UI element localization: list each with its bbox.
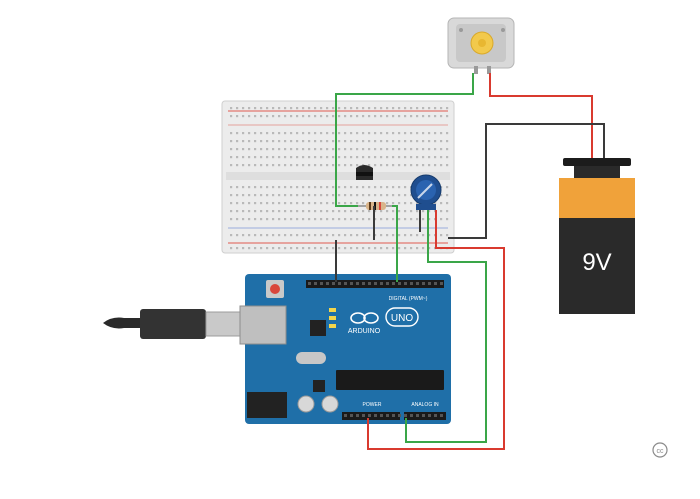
- breadboard-holes: [230, 107, 449, 250]
- arduino-brand: ARDUINO: [348, 328, 381, 335]
- wire-motor-red: [489, 73, 593, 158]
- analog-header-label: ANALOG IN: [411, 402, 439, 408]
- usb-cable: [103, 309, 243, 339]
- digital-header-label: DIGITAL (PWM~): [389, 296, 428, 302]
- arduino-model: UNO: [391, 313, 413, 324]
- battery-9v: 9V: [559, 158, 635, 314]
- transistor: [356, 165, 373, 180]
- potentiometer: [410, 174, 442, 210]
- wire-pot-red: [367, 210, 505, 450]
- svg-text:cc: cc: [657, 448, 665, 455]
- wire-motor-green: [335, 73, 474, 207]
- cc-badge-icon: cc: [652, 442, 668, 458]
- arduino-uno-board: DIGITAL (PWM~) POWER ANALOG IN ARDUINO U…: [239, 274, 451, 424]
- wire-battery-black: [448, 123, 605, 239]
- power-header-label: POWER: [363, 402, 382, 408]
- resistor: [358, 202, 392, 210]
- battery-label: 9V: [582, 249, 611, 276]
- wire-signal-green: [392, 205, 398, 282]
- wire-pot-green: [405, 210, 487, 443]
- dc-motor: [447, 17, 515, 74]
- arduino-logo: ARDUINO UNO: [348, 307, 419, 335]
- wire-ground-black: [335, 206, 375, 282]
